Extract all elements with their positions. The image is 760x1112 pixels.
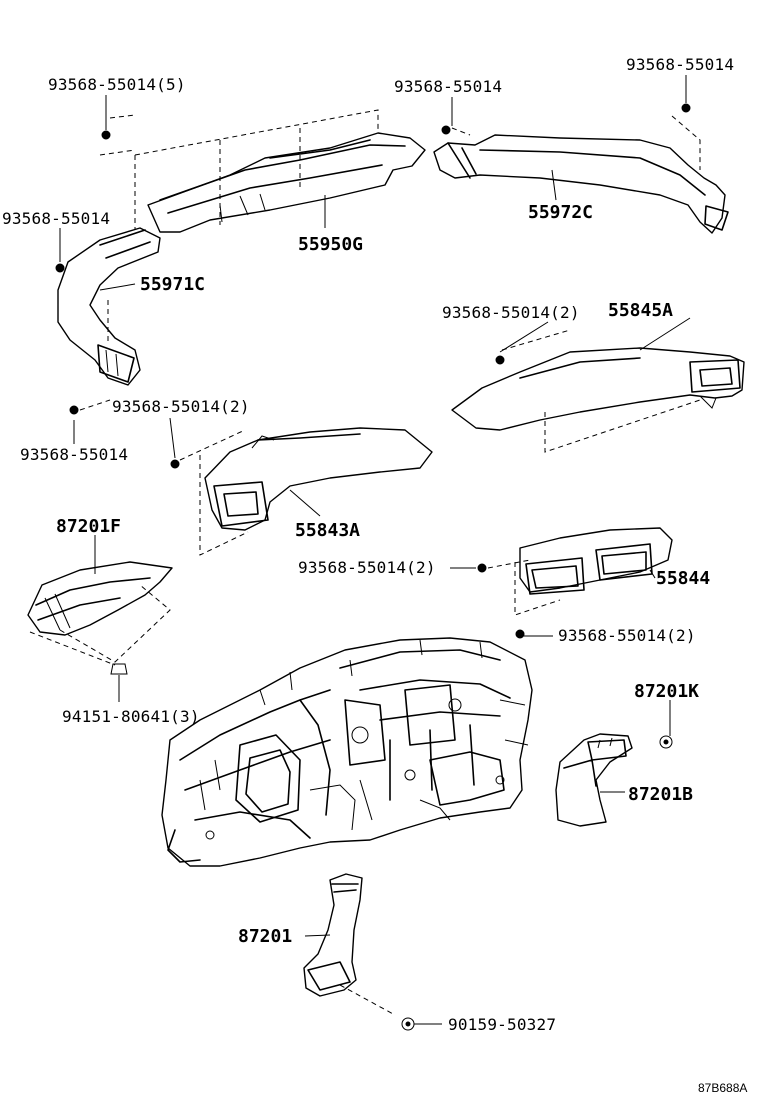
duct-55971c [57, 227, 161, 386]
callout-90159-50327: 90159-50327 [448, 1015, 556, 1034]
leader-lines [59, 75, 691, 1025]
vent-55844 [514, 527, 673, 616]
bolt-icon [401, 1017, 415, 1031]
bolt-icon [681, 103, 691, 113]
callout-87201b: 87201B [628, 784, 693, 805]
callout-55844: 55844 [656, 568, 710, 589]
bolt-icon [170, 459, 180, 469]
callout-labels: 93568-55014(5) 93568-55014 93568-55014 5… [2, 55, 747, 1095]
diagram-code: 87B688A [698, 1081, 747, 1095]
callout-93568-55014-2a: 93568-55014(2) [442, 303, 580, 322]
callout-94151-80641-3: 94151-80641(3) [62, 707, 200, 726]
callout-93568-55014-5: 93568-55014(5) [48, 75, 186, 94]
bolt-icon [441, 125, 451, 135]
bolt-icon [477, 563, 487, 573]
callout-55845a: 55845A [608, 300, 673, 321]
callout-93568-55014-c: 93568-55014 [2, 209, 110, 228]
callout-93568-55014-2b: 93568-55014(2) [112, 397, 250, 416]
heater-unit-assembly [161, 637, 533, 867]
bolt-icon [659, 735, 673, 749]
bolt-icon [69, 405, 79, 415]
callout-55950g: 55950G [298, 234, 363, 255]
callout-87201f: 87201F [56, 516, 121, 537]
duct-55845a [451, 347, 745, 453]
callout-55843a: 55843A [295, 520, 360, 541]
duct-55972c [433, 115, 729, 234]
duct-87201b [555, 733, 633, 827]
duct-55950g [134, 109, 426, 235]
callout-87201: 87201 [238, 926, 292, 947]
duct-87201f [27, 561, 173, 666]
callout-93568-55014-2c: 93568-55014(2) [298, 558, 436, 577]
clip-icon [110, 663, 128, 675]
callout-55972c: 55972C [528, 202, 593, 223]
callout-55971c: 55971C [140, 274, 205, 295]
duct-55843a [199, 427, 433, 556]
callout-93568-55014-a: 93568-55014 [394, 77, 502, 96]
callout-87201k: 87201K [634, 681, 699, 702]
bolt-icon [55, 263, 65, 273]
bolt-icon [515, 629, 525, 639]
fasteners [55, 103, 691, 1031]
bolt-icon [495, 355, 505, 365]
callout-93568-55014-d: 93568-55014 [20, 445, 128, 464]
callout-93568-55014-b: 93568-55014 [626, 55, 734, 74]
callout-93568-55014-2d: 93568-55014(2) [558, 626, 696, 645]
bolt-icon [101, 130, 111, 140]
duct-87201 [303, 873, 396, 1016]
